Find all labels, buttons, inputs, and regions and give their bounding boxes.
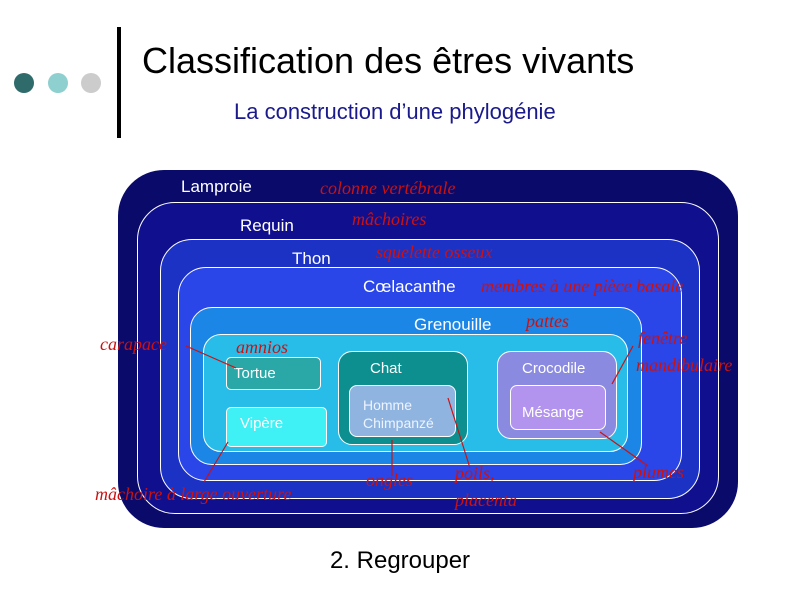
trait-placenta: placenta <box>455 490 517 510</box>
trait-squelette: squelette osseux <box>376 242 493 262</box>
box-tortue <box>226 357 321 390</box>
dot-dark <box>14 73 34 93</box>
label-grenouille: Grenouille <box>414 315 492 334</box>
label-coelacanthe: Cœlacanthe <box>363 277 456 296</box>
label-lamproie: Lamproie <box>181 177 252 196</box>
trait-plumes: plumes <box>633 462 684 482</box>
header-divider <box>117 27 121 138</box>
trait-mandibulaire: mandibulaire <box>636 355 733 375</box>
page-subtitle: La construction d’une phylogénie <box>234 99 556 124</box>
trait-carapace: carapace <box>100 334 167 354</box>
box-primates <box>349 385 456 437</box>
trait-machoires: mâchoires <box>352 209 427 229</box>
slide-caption: 2. Regrouper <box>329 547 471 574</box>
label-requin: Requin <box>240 216 294 235</box>
label-vipere: Vipère <box>240 415 284 432</box>
label-chat: Chat <box>370 360 402 377</box>
trait-ongles: ongles <box>366 470 413 490</box>
dot-light <box>48 73 68 93</box>
trait-amnios: amnios <box>236 337 289 357</box>
trait-machoire-large: mâchoire à large ouverture <box>95 484 292 504</box>
label-tortue: Tortue <box>234 365 276 382</box>
trait-pattes: pattes <box>526 311 569 331</box>
label-homme: Homme <box>363 397 413 413</box>
dot-grey <box>81 73 101 93</box>
page-title: Classification des êtres vivants <box>142 40 635 81</box>
trait-fenetre: fenêtre <box>638 328 688 348</box>
trait-membres: membres à une pièce basale <box>481 276 684 296</box>
box-mesange <box>510 385 606 430</box>
label-mesange: Mésange <box>522 404 584 421</box>
label-thon: Thon <box>292 249 331 268</box>
trait-poils: poils, <box>455 463 495 483</box>
label-chimpanze: Chimpanzé <box>363 415 434 431</box>
label-crocodile: Crocodile <box>522 360 586 377</box>
box-vipere <box>226 407 327 447</box>
trait-colonne: colonne vertébrale <box>320 178 456 198</box>
